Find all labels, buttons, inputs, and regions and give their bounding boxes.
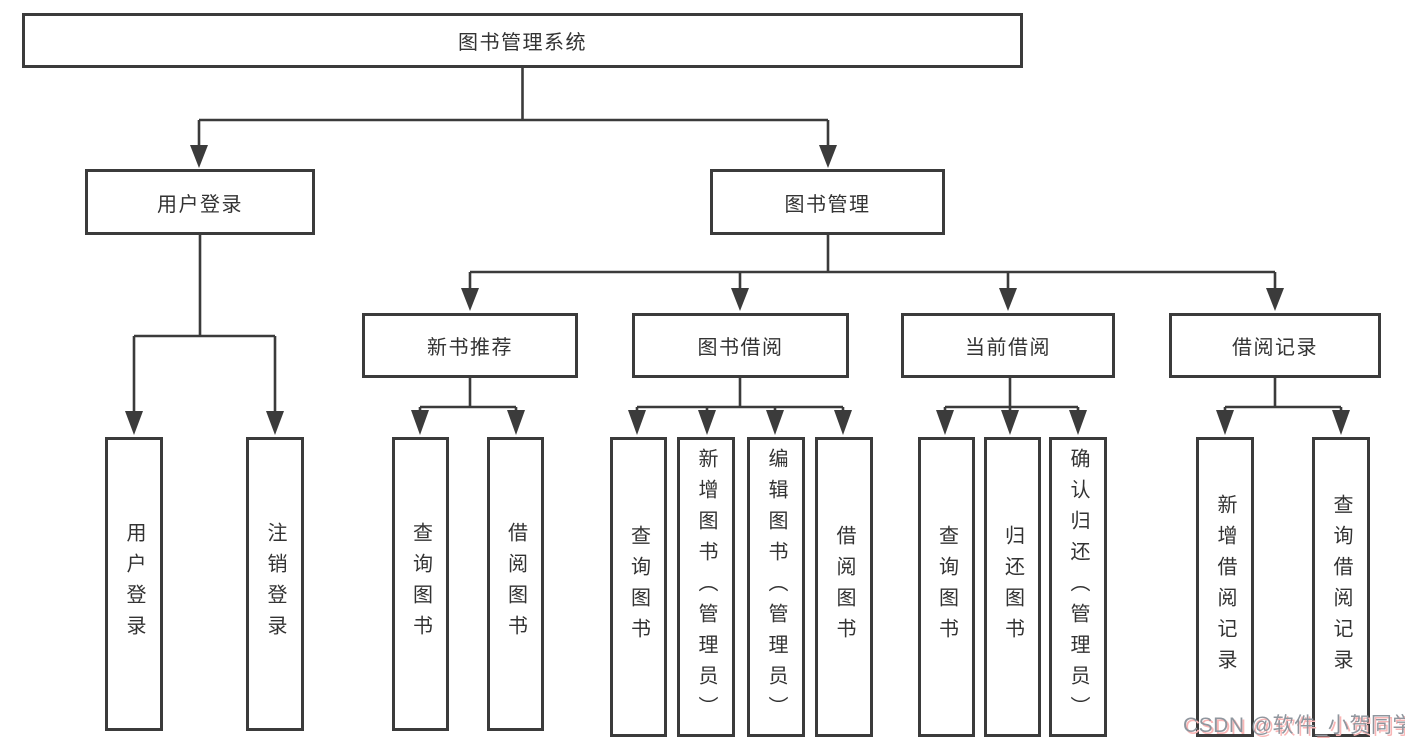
node-user-login: 用户登录 (85, 169, 315, 235)
leaf-query-borrow-record: 查询借阅记录 (1312, 437, 1370, 737)
leaf-query-books-current: 查询图书 (918, 437, 975, 737)
connector-bookborrow-to-leaves (628, 378, 852, 435)
connector-bookmanagement-to-level3 (461, 235, 1284, 311)
node-new-book-recommend: 新书推荐 (362, 313, 578, 378)
connector-userlogin-to-leaves (125, 235, 284, 435)
connector-borrowrecords-to-leaves (1216, 378, 1350, 435)
leaf-borrow-books: 借阅图书 (815, 437, 873, 737)
leaf-query-books-borrow: 查询图书 (610, 437, 667, 737)
csdn-watermark: CSDN @软件_小贺同学 (1183, 714, 1405, 737)
connector-currentborrow-to-leaves (936, 378, 1087, 435)
node-borrow-records: 借阅记录 (1169, 313, 1381, 378)
connector-newbookrec-to-leaves (411, 378, 525, 435)
node-book-borrow: 图书借阅 (632, 313, 849, 378)
leaf-query-books-recommend: 查询图书 (392, 437, 449, 731)
leaf-edit-books-admin: 编辑图书（管理员） (747, 437, 805, 737)
leaf-return-books: 归还图书 (984, 437, 1041, 737)
node-book-management: 图书管理 (710, 169, 945, 235)
node-book-management-system: 图书管理系统 (22, 13, 1023, 68)
leaf-add-books-admin: 新增图书（管理员） (677, 437, 735, 737)
leaf-add-borrow-record: 新增借阅记录 (1196, 437, 1254, 737)
connector-root-to-level2 (190, 68, 837, 168)
leaf-confirm-return-admin: 确认归还（管理员） (1049, 437, 1107, 737)
leaf-logout: 注销登录 (246, 437, 304, 731)
leaf-user-login: 用户登录 (105, 437, 163, 731)
node-current-borrow: 当前借阅 (901, 313, 1115, 378)
leaf-borrow-books-recommend: 借阅图书 (487, 437, 544, 731)
